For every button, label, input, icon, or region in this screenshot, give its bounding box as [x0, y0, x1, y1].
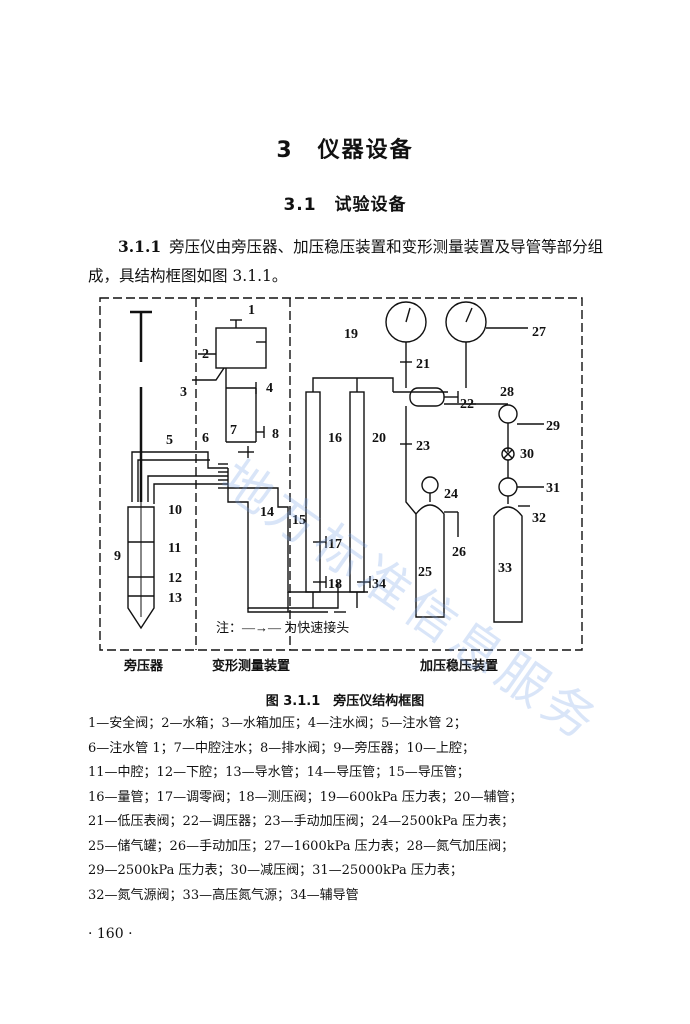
- label-19: 19: [344, 327, 358, 342]
- diagram-frame: [99, 297, 583, 651]
- legend-line: 25—储气罐；26—手动加压；27—1600kPa 压力表；28—氮气加压阀；: [88, 838, 515, 854]
- label-25: 25: [418, 565, 432, 580]
- nitrogen-source: [493, 506, 523, 623]
- measuring-tubes: [305, 377, 394, 608]
- figure-legend: 1—安全阀；2—水箱；3—水箱加压；4—注水阀；5—注水管 2； 6—注水管 1…: [88, 712, 648, 908]
- label-2: 2: [202, 347, 209, 362]
- label-30: 30: [520, 447, 534, 462]
- label-17: 17: [328, 537, 342, 552]
- label-32: 32: [532, 511, 546, 526]
- panel-label-pressure: 加压稳压装置: [419, 658, 498, 673]
- water-tank: [215, 327, 267, 369]
- label-27: 27: [532, 325, 546, 340]
- label-5: 5: [166, 433, 173, 448]
- label-33: 33: [498, 561, 512, 576]
- label-18: 18: [328, 577, 342, 592]
- label-24: 24: [444, 487, 458, 502]
- label-29: 29: [546, 419, 560, 434]
- figure-caption: 图 3.1.1 旁压仪结构框图: [265, 694, 425, 709]
- legend-line: 29—2500kPa 压力表；30—减压阀；31—25000kPa 压力表；: [88, 863, 463, 878]
- label-6: 6: [202, 431, 209, 446]
- label-3: 3: [180, 385, 187, 400]
- panel-label-probe: 旁压器: [123, 658, 164, 673]
- probe-shape: [127, 310, 155, 630]
- label-21: 21: [416, 357, 430, 372]
- label-26: 26: [452, 545, 466, 560]
- label-7: 7: [230, 423, 237, 438]
- label-9: 9: [114, 549, 121, 564]
- legend-line: 21—低压表阀；22—调压器；23—手动加压阀；24—2500kPa 压力表；: [88, 814, 515, 829]
- label-1: 1: [248, 303, 255, 318]
- tubes: [131, 319, 368, 613]
- label-20: 20: [372, 431, 386, 446]
- label-11: 11: [168, 541, 181, 556]
- label-28: 28: [500, 385, 514, 400]
- legend-line: 11—中腔；12—下腔；13—导水管；14—导压管；15—导压管；: [88, 765, 470, 780]
- legend-line: 1—安全阀；2—水箱；3—水箱加压；4—注水阀；5—注水管 2；: [88, 716, 467, 731]
- chapter-title: 3 仪器设备: [276, 138, 414, 163]
- gas-tank: [415, 504, 445, 618]
- label-10: 10: [168, 503, 182, 518]
- paragraph-number: 3.1.1: [118, 237, 162, 256]
- section-title: 3.1 试验设备: [283, 195, 407, 215]
- structure-diagram: 1 2 3 4 5 6 7 8 9 10 11 12 13 14 15 16 1…: [99, 297, 583, 673]
- page-number: · 160 ·: [88, 926, 133, 942]
- label-8: 8: [272, 427, 279, 442]
- label-31: 31: [546, 481, 560, 496]
- legend-line: 32—氮气源阀；33—高压氮气源；34—辅导管: [88, 887, 359, 903]
- label-4: 4: [266, 381, 273, 396]
- pressure-system: [385, 301, 544, 623]
- legend-line: 6—注水管 1；7—中腔注水；8—排水阀；9—旁压器；10—上腔；: [88, 740, 476, 756]
- label-16: 16: [328, 431, 342, 446]
- paragraph-text: 旁压仪由旁压器、加压稳压装置和变形测量装置及导管等部分组成，具结构框图如图 3.…: [88, 238, 604, 285]
- label-14: 14: [260, 505, 274, 520]
- label-23: 23: [416, 439, 430, 454]
- panel-label-measuring: 变形测量装置: [212, 658, 290, 673]
- label-13: 13: [168, 591, 182, 606]
- figure-note: 注：—→— 为快速接头: [216, 620, 349, 635]
- pressure-regulator: [409, 387, 445, 407]
- label-12: 12: [168, 571, 182, 586]
- legend-line: 16—量管；17—调零阀；18—测压阀；19—600kPa 压力表；20—辅管；: [88, 789, 523, 805]
- label-15: 15: [292, 513, 306, 528]
- label-22: 22: [460, 397, 474, 412]
- label-34: 34: [372, 577, 386, 592]
